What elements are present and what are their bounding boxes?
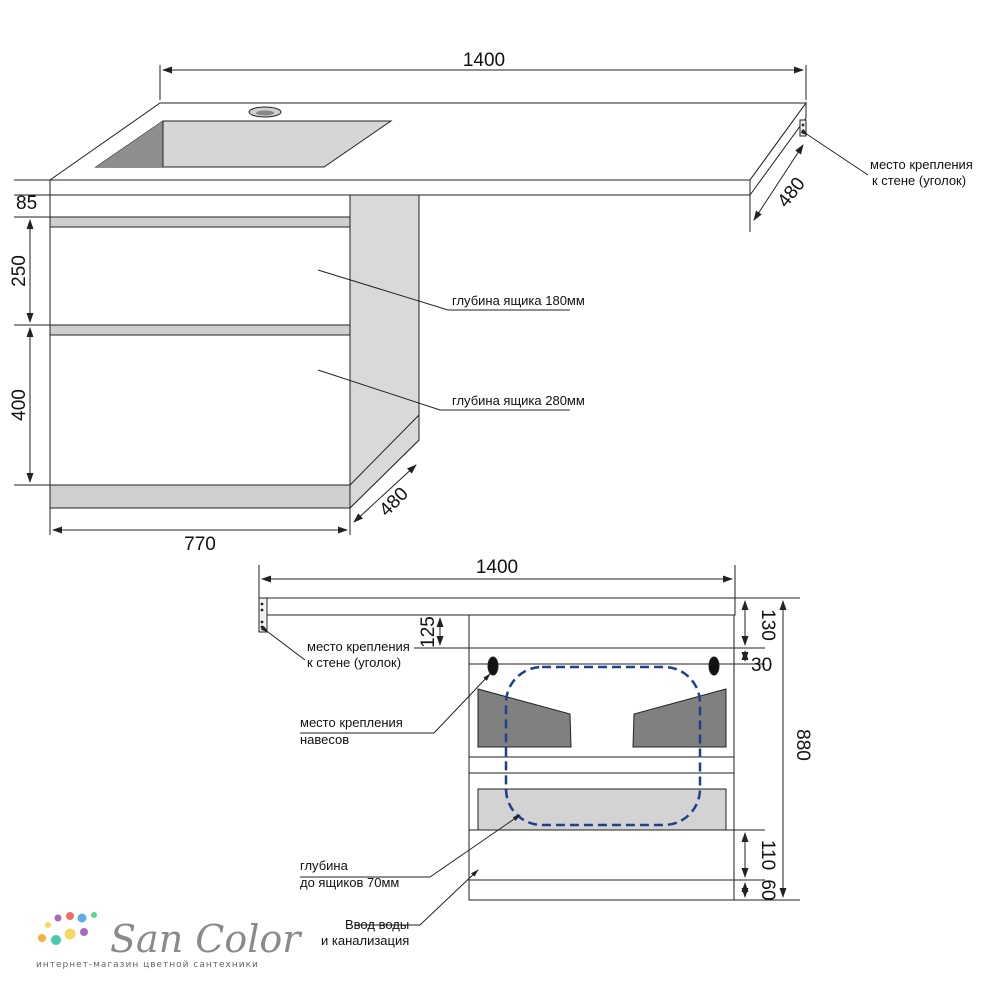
dim-rear-total-height: 880 (792, 729, 813, 761)
logo-dot (51, 935, 61, 945)
perspective-view (48, 101, 807, 510)
label-wall-mount-rear-1: место крепления (307, 639, 410, 654)
label-depth-1: глубина (300, 858, 349, 873)
label-hinges-1: место крепления (300, 715, 403, 730)
perspective-dimensions (14, 65, 869, 535)
label-inlet-2: и канализация (321, 933, 409, 948)
leader-wall-mount-rear (260, 625, 306, 661)
label-wall-mount-top-1: место крепления (870, 157, 973, 172)
logo-tagline: интернет-магазин цветной сантехники (36, 960, 259, 970)
logo-dot (45, 922, 51, 928)
cabinet-plinth (49, 484, 351, 509)
logo-dot (66, 912, 74, 920)
dim-rear-hinge-offset: 30 (751, 655, 772, 676)
label-drawer-upper-depth: глубина ящика 180мм (452, 293, 585, 308)
dim-rear-width: 1400 (476, 557, 518, 578)
leader-hinges (300, 673, 491, 734)
sancolor-logo: San Color интернет-магазин цветной санте… (36, 912, 303, 970)
leader-depth (300, 814, 521, 878)
logo-dot (91, 912, 97, 918)
logo-dot (80, 928, 88, 936)
upper-drawer-cutout-left (477, 688, 572, 748)
label-depth-2: до ящиков 70мм (300, 875, 399, 890)
wall-bracket (799, 119, 807, 137)
dim-countertop-height: 85 (16, 193, 37, 214)
label-hinges-2: навесов (300, 732, 349, 747)
logo-dots-icon (38, 912, 97, 945)
dim-drawer-lower: 400 (9, 389, 30, 421)
cabinet-front (49, 194, 351, 509)
leader-inlet (355, 869, 479, 926)
rear-countertop (258, 597, 736, 616)
dim-rear-bottom-gap: 110 (757, 840, 778, 870)
dim-depth-top: 480 (774, 174, 810, 212)
leader-drawer-lower (317, 369, 570, 411)
countertop-front-edge (49, 179, 751, 196)
logo-dot (54, 914, 62, 922)
sink-basin-inner-wall (96, 121, 163, 167)
rear-dimensions (258, 565, 800, 926)
leader-drawer-upper (317, 269, 570, 311)
label-drawer-lower-depth: глубина ящика 280мм (452, 393, 585, 408)
label-wall-mount-rear-2: к стене (уголок) (307, 655, 401, 670)
rear-view (258, 597, 736, 901)
drawer-gap-top (49, 216, 351, 228)
logo-dot (38, 934, 46, 942)
hinge-hole-left (487, 656, 499, 676)
hinge-hole-right (708, 656, 720, 676)
dim-width-top: 1400 (463, 50, 505, 71)
leader-wall-mount-top (800, 129, 869, 176)
logo-name: San Color (110, 917, 303, 961)
upper-drawer-cutout-right (632, 688, 727, 748)
label-inlet-1: Ввод воды (345, 917, 409, 932)
drawer-gap-middle (49, 324, 351, 336)
label-wall-mount-top-2: к стене (уголок) (872, 173, 966, 188)
dim-rear-top-offset: 125 (418, 616, 439, 648)
dim-rear-top-right: 130 (757, 609, 778, 641)
dim-depth-side: 480 (375, 483, 412, 520)
lower-drawer-cutout (477, 788, 727, 831)
logo-dot (64, 928, 76, 940)
dim-drawer-upper: 250 (9, 255, 30, 287)
plumbing-inlet-area (504, 665, 702, 827)
dim-rear-base: 60 (757, 879, 778, 900)
logo-dot (77, 913, 87, 923)
dim-cabinet-width: 770 (184, 534, 216, 555)
